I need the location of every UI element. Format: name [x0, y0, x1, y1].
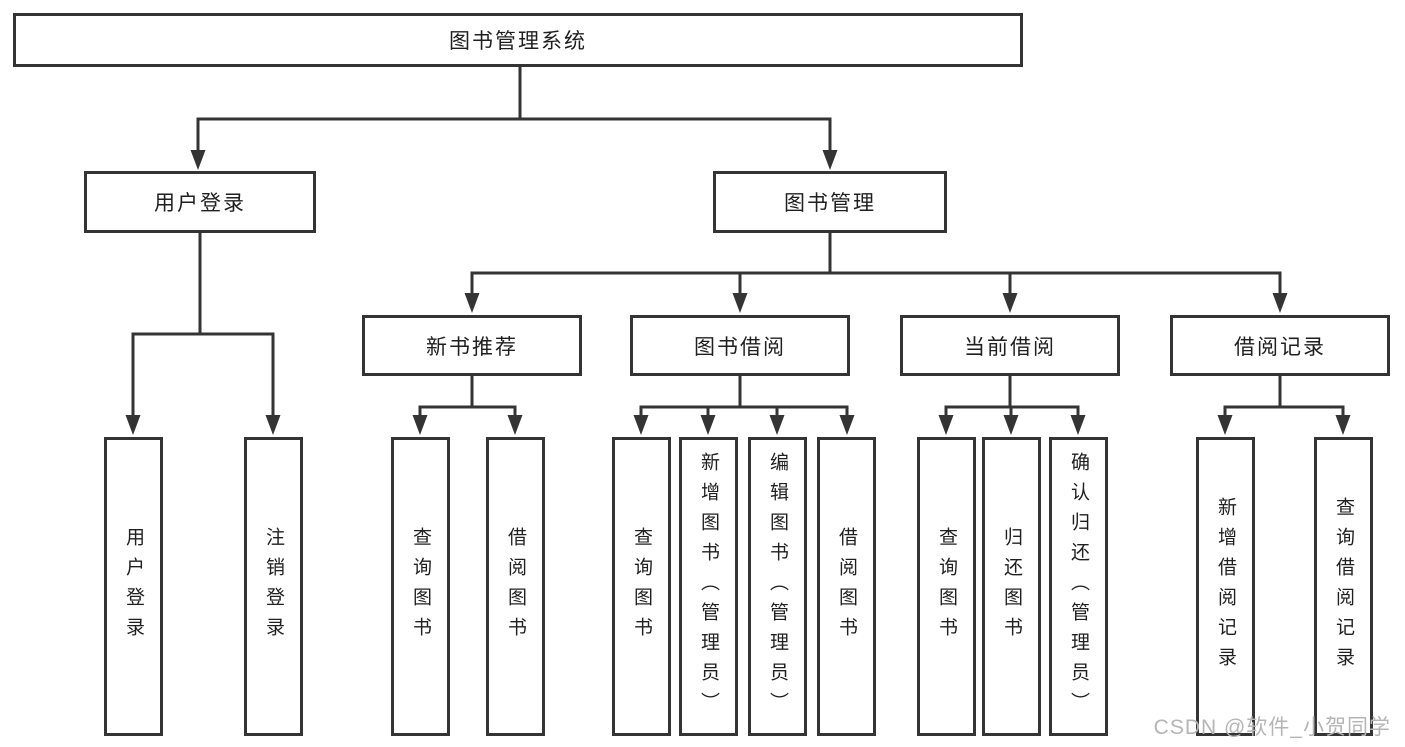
connector-user-login-to-children	[131, 231, 275, 419]
leaf-borrow-books-recommend: 借阅图书	[486, 437, 545, 736]
arrow-down-icon	[507, 415, 523, 435]
arrow-down-icon	[125, 415, 141, 435]
arrow-down-icon	[822, 150, 838, 170]
node-label: 图书管理系统	[449, 30, 587, 53]
leaf-edit-books-admin: 编辑图书（管理员）	[748, 437, 807, 736]
arrow-down-icon	[938, 415, 954, 435]
leaf-add-borrow-record: 新增借阅记录	[1196, 437, 1255, 736]
node-label: 编辑图书（管理员）	[767, 451, 788, 722]
node-label: 借阅记录	[1234, 335, 1326, 359]
leaf-query-books-borrow: 查询图书	[612, 437, 671, 736]
arrowheads	[125, 150, 1351, 435]
node-book-management: 图书管理	[713, 171, 947, 233]
node-borrow-records: 借阅记录	[1170, 315, 1390, 376]
node-label: 当前借阅	[964, 335, 1056, 359]
node-user-login: 用户登录	[84, 171, 316, 233]
leaf-logout: 注销登录	[244, 437, 303, 736]
leaf-user-login: 用户登录	[104, 437, 163, 736]
arrow-down-icon	[700, 415, 716, 435]
connector-new-book-to-children	[418, 374, 517, 419]
node-label: 用户登录	[154, 192, 246, 215]
arrow-down-icon	[464, 293, 480, 313]
node-label: 用户登录	[123, 526, 144, 647]
node-label: 归还图书	[1001, 526, 1022, 647]
leaf-return-books: 归还图书	[982, 437, 1041, 736]
connector-book-borrow-to-children	[639, 374, 849, 419]
node-label: 确认归还（管理员）	[1068, 451, 1089, 722]
leaf-borrow-books: 借阅图书	[817, 437, 876, 736]
leaf-add-books-admin: 新增图书（管理员）	[679, 437, 738, 736]
arrow-down-icon	[265, 415, 281, 435]
node-label: 查询图书	[936, 526, 957, 647]
arrow-down-icon	[1272, 293, 1288, 313]
leaf-query-borrow-record: 查询借阅记录	[1314, 437, 1373, 736]
node-label: 图书管理	[784, 192, 876, 215]
node-new-book-recommend: 新书推荐	[362, 315, 582, 376]
node-label: 借阅图书	[836, 526, 857, 647]
leaf-query-books-recommend: 查询图书	[391, 437, 450, 736]
node-book-borrow: 图书借阅	[630, 315, 850, 376]
connector-root-to-level2	[196, 65, 832, 154]
arrow-down-icon	[732, 293, 748, 313]
node-label: 查询借阅记录	[1333, 496, 1354, 677]
arrow-down-icon	[839, 415, 855, 435]
arrow-down-icon	[769, 415, 785, 435]
arrow-down-icon	[633, 415, 649, 435]
node-label: 借阅图书	[505, 526, 526, 647]
node-label: 图书借阅	[694, 335, 786, 359]
arrow-down-icon	[1003, 415, 1019, 435]
arrow-down-icon	[1335, 415, 1351, 435]
arrow-down-icon	[1070, 415, 1086, 435]
arrow-down-icon	[1217, 415, 1233, 435]
node-label: 注销登录	[263, 526, 284, 647]
arrow-down-icon	[1002, 293, 1018, 313]
node-label: 查询图书	[631, 526, 652, 647]
connector-borrow-records-to-children	[1223, 374, 1345, 419]
node-root-system: 图书管理系统	[13, 13, 1023, 67]
connector-book-management-to-level3	[470, 231, 1282, 298]
leaf-confirm-return-admin: 确认归还（管理员）	[1049, 437, 1108, 736]
node-label: 新增图书（管理员）	[698, 451, 719, 722]
arrow-down-icon	[190, 150, 206, 170]
node-current-borrow: 当前借阅	[900, 315, 1120, 376]
arrow-down-icon	[412, 415, 428, 435]
connector-current-borrow-to-children	[944, 374, 1080, 419]
node-label: 新书推荐	[426, 335, 518, 359]
node-label: 查询图书	[410, 526, 431, 647]
node-label: 新增借阅记录	[1215, 496, 1236, 677]
leaf-query-books-current: 查询图书	[917, 437, 976, 736]
watermark: CSDN @软件_小贺同学	[1153, 716, 1391, 739]
